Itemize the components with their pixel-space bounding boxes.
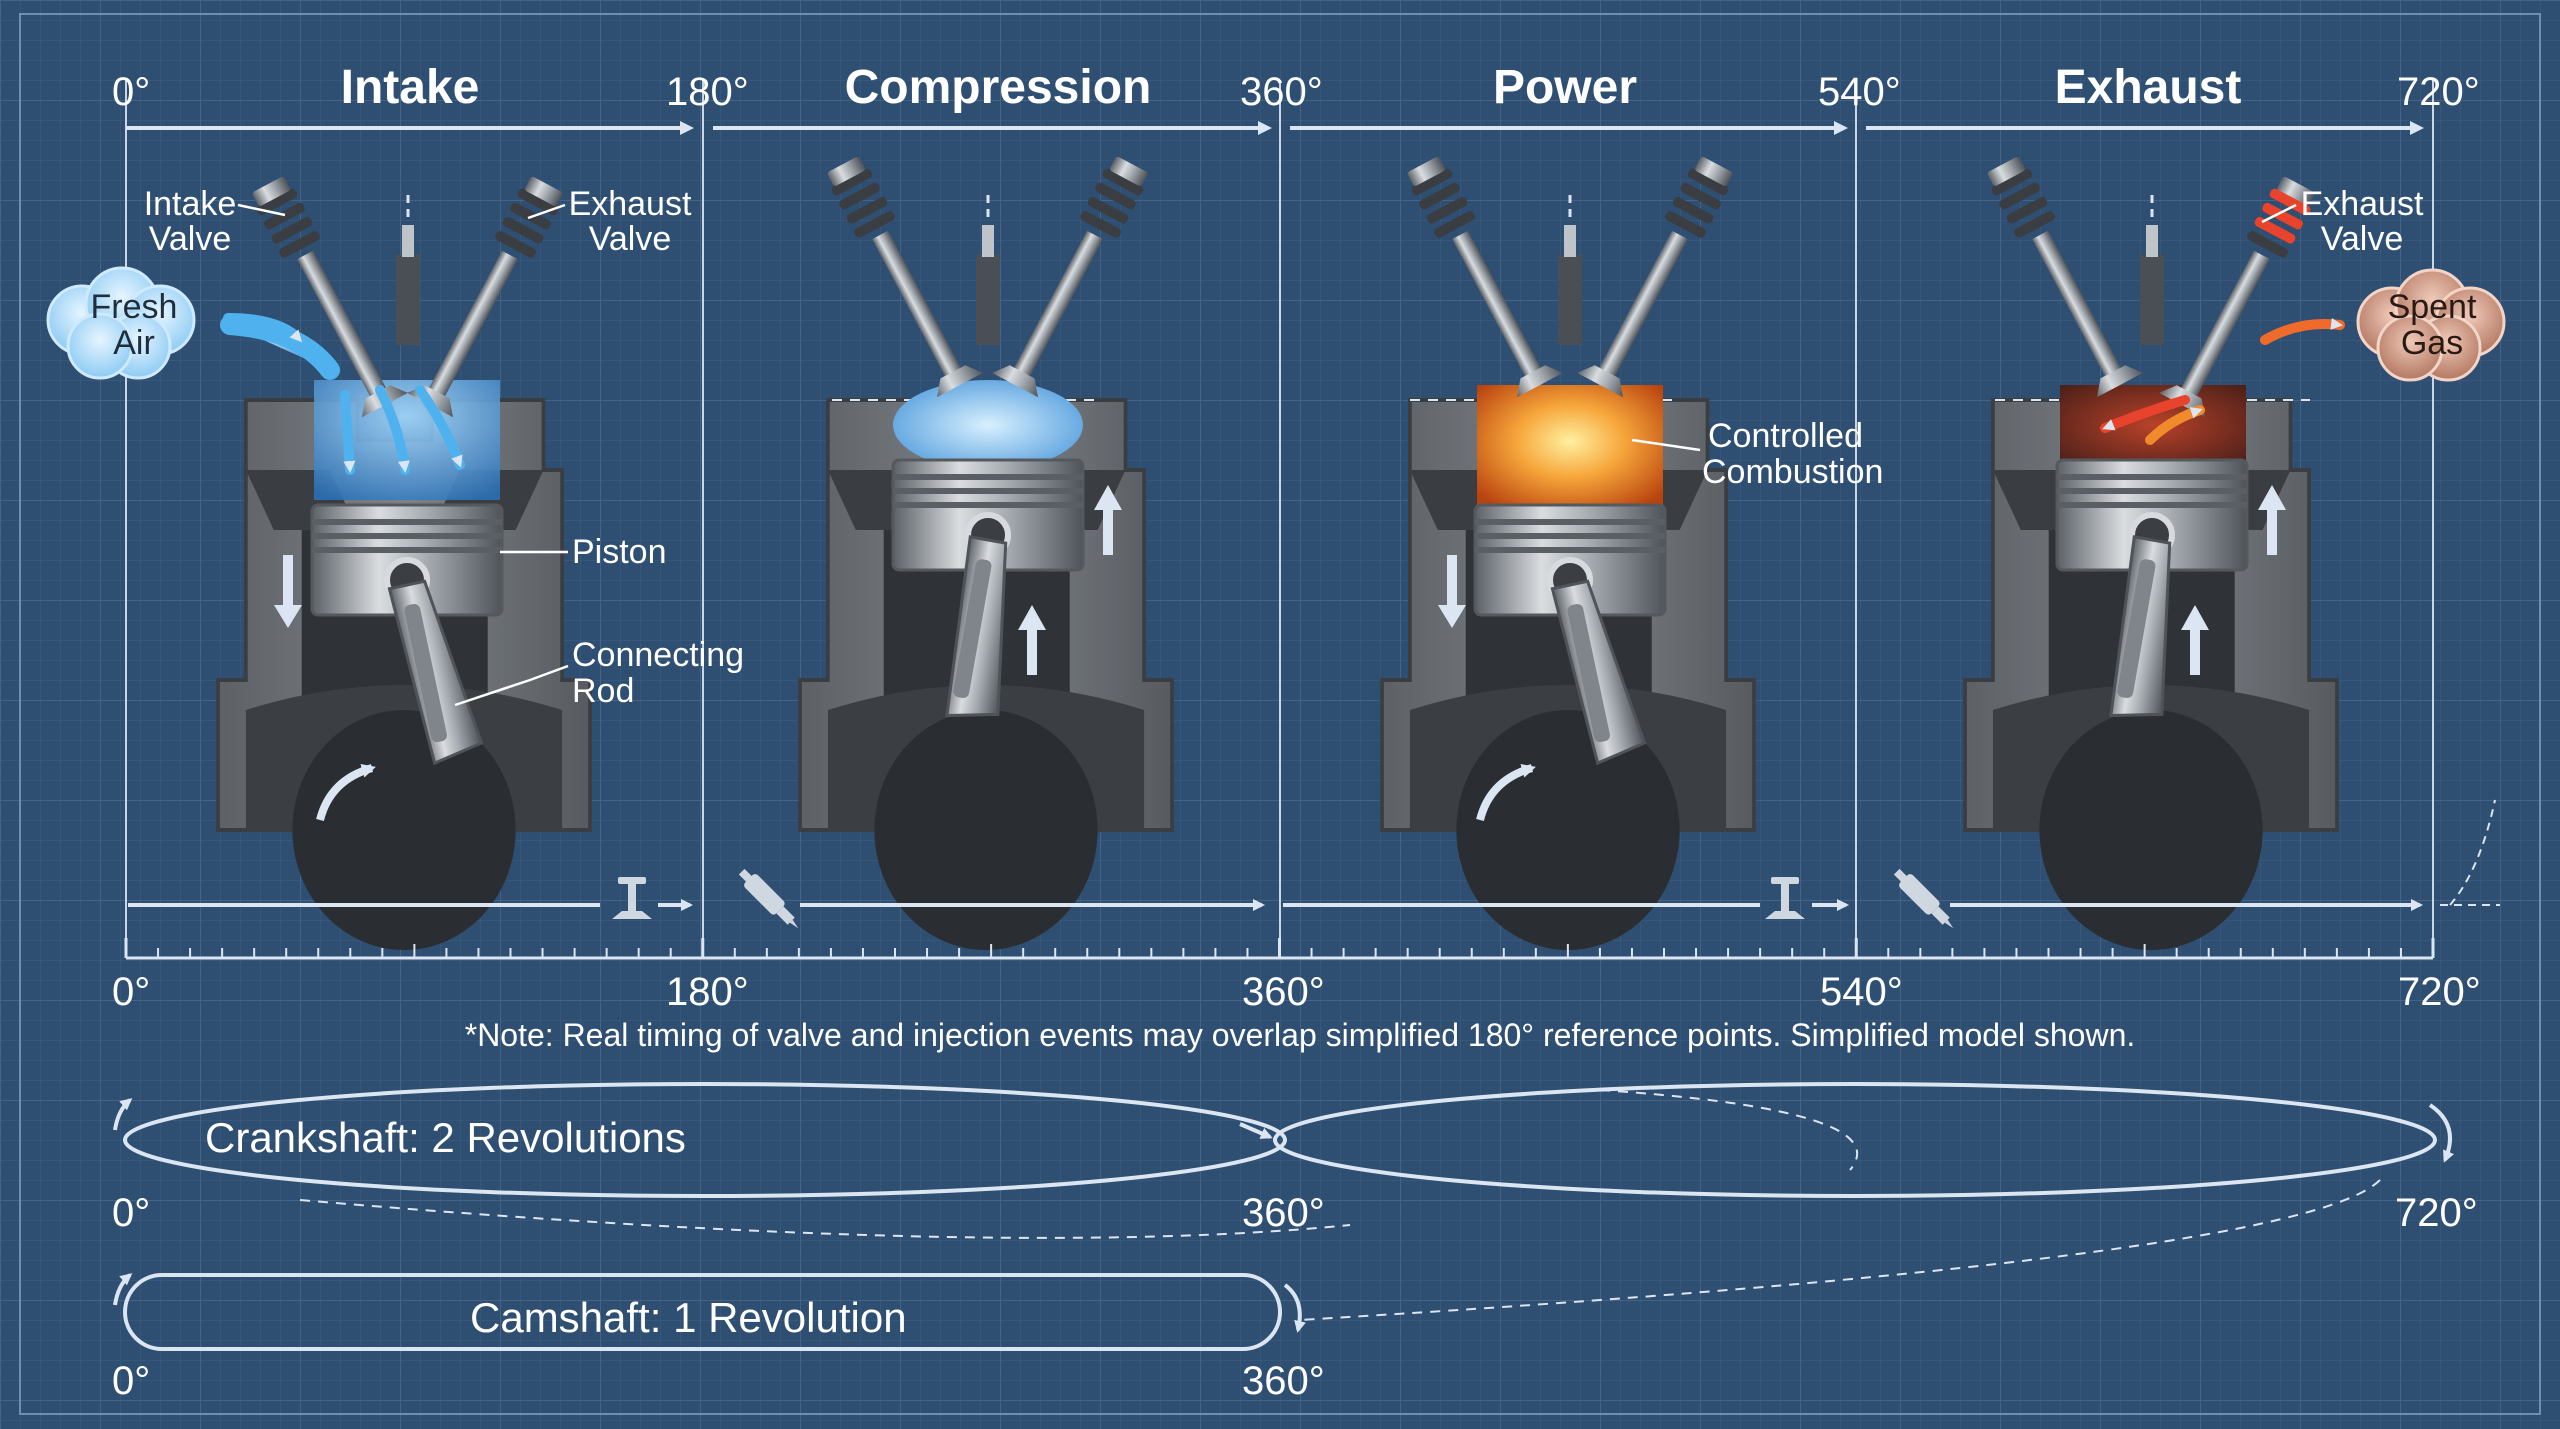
exhaust-valve-leader-2 xyxy=(2261,203,2297,224)
intake-air-arrows xyxy=(223,313,465,475)
connecting-rod-leader xyxy=(454,664,569,707)
axis-degree-360: 360° xyxy=(1242,970,1325,1014)
stroke-header: Intake Compression Power Exhaust 0° 180°… xyxy=(112,61,2480,955)
axis-degree-720: 720° xyxy=(2398,970,2481,1014)
exhaust-valve-springs-red xyxy=(2254,188,2311,244)
top-degree-540: 540° xyxy=(1818,70,1901,114)
camshaft-diagram xyxy=(113,1273,1306,1351)
spent-gas-fill xyxy=(2060,385,2246,465)
exhaust-gas-arrows xyxy=(2100,317,2345,445)
degree-scale xyxy=(124,938,2435,960)
fresh-air-label-1: Fresh xyxy=(91,288,178,326)
crankshaft-end: 720° xyxy=(2395,1191,2478,1235)
exhaust-valve-leader xyxy=(527,203,566,220)
crankshaft-mid: 360° xyxy=(1242,1191,1325,1235)
exhaust-valve-label-1: Exhaust xyxy=(569,185,692,223)
frame-border xyxy=(19,13,2541,1415)
stroke-title-compression: Compression xyxy=(845,61,1152,114)
curved-arrow-icon xyxy=(316,764,376,822)
camshaft-start: 0° xyxy=(112,1359,150,1403)
piston-label: Piston xyxy=(572,533,667,571)
controlled-combustion-label-1: Controlled xyxy=(1708,417,1863,455)
connecting-rod-label-2: Rod xyxy=(572,672,634,710)
controlled-combustion-label-2: Combustion xyxy=(1702,453,1883,491)
power-curved-arrow-icon xyxy=(1476,764,1536,822)
intake-valve-leader xyxy=(237,203,286,217)
fresh-air-label-2: Air xyxy=(113,324,155,362)
axis-degree-0: 0° xyxy=(112,970,150,1014)
compression-up-arrows xyxy=(1018,485,1122,675)
exhaust-valve-label-2: Valve xyxy=(589,220,672,258)
crankshaft-label: Crankshaft: 2 Revolutions xyxy=(205,1114,686,1161)
piston-down-arrow xyxy=(274,555,302,628)
top-degree-0: 0° xyxy=(112,70,150,114)
camshaft-end: 360° xyxy=(1242,1359,1325,1403)
crankshaft-start: 0° xyxy=(112,1191,150,1235)
intake-valve-label-2: Valve xyxy=(149,220,232,258)
crankshaft-diagram xyxy=(113,1082,2455,1321)
top-degree-180: 180° xyxy=(666,70,749,114)
event-timeline xyxy=(128,799,2500,935)
timing-note: *Note: Real timing of valve and injectio… xyxy=(465,1017,2136,1053)
combustion-flame xyxy=(1477,385,1663,510)
combustion-leader xyxy=(1631,438,1701,452)
stroke-title-intake: Intake xyxy=(341,61,480,114)
power-down-arrow xyxy=(1438,555,1466,628)
spent-gas-label-2: Gas xyxy=(2401,324,2463,362)
axis-degree-540: 540° xyxy=(1820,970,1903,1014)
connecting-rod-label-1: Connecting xyxy=(572,636,744,674)
stroke-title-power: Power xyxy=(1493,61,1637,114)
axis-degree-180: 180° xyxy=(666,970,749,1014)
exhaust-valve-label2-1: Exhaust xyxy=(2301,185,2424,223)
exhaust-valve-label2-2: Valve xyxy=(2321,220,2404,258)
compressed-charge xyxy=(893,380,1083,470)
spent-gas-label-1: Spent xyxy=(2388,288,2477,326)
stroke-title-exhaust: Exhaust xyxy=(2055,61,2242,114)
camshaft-label: Camshaft: 1 Revolution xyxy=(470,1294,907,1341)
top-degree-360: 360° xyxy=(1240,70,1323,114)
intake-valve-label-1: Intake xyxy=(144,185,237,223)
exhaust-up-arrows xyxy=(2181,485,2286,675)
top-degree-720: 720° xyxy=(2397,70,2480,114)
